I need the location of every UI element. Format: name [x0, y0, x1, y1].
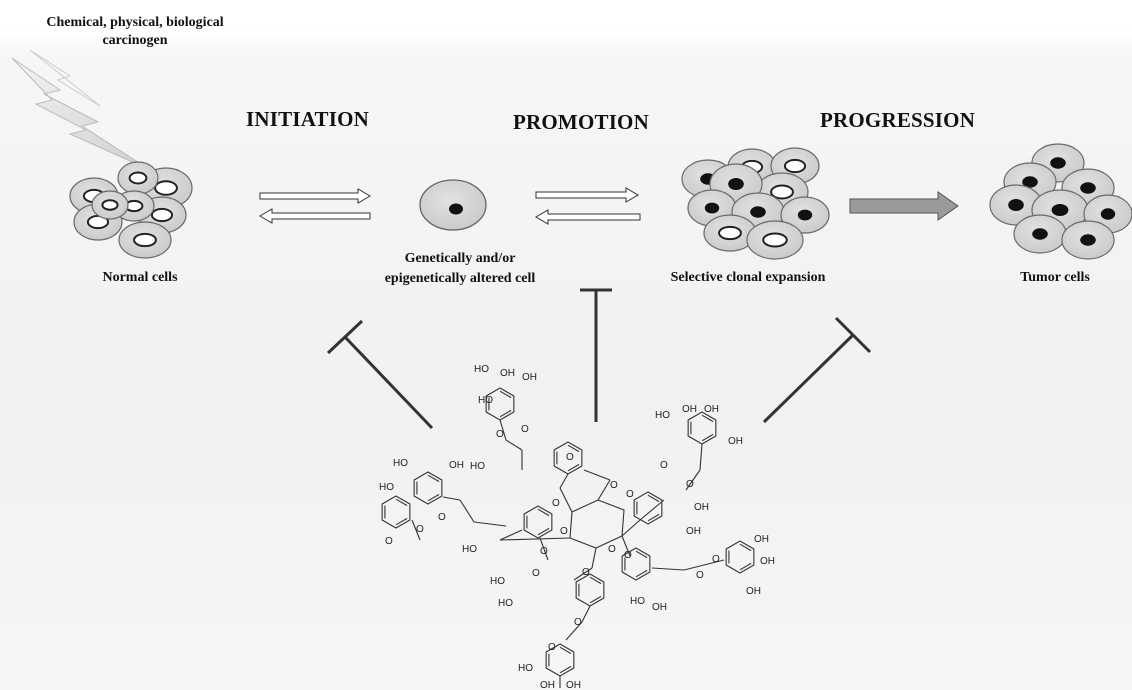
atom-label: OH [728, 436, 743, 447]
atom-label: O [560, 526, 568, 537]
atom-label: O [660, 460, 668, 471]
atom-label: OH [760, 556, 775, 567]
atom-label: OH [500, 368, 515, 379]
atom-label: O [626, 489, 634, 500]
atom-label: O [686, 479, 694, 490]
atom-label: HO [470, 461, 485, 472]
pentagalloyl-glucose-molecule [381, 387, 755, 688]
atom-label: OH [704, 404, 719, 415]
atom-label: HO [478, 395, 493, 406]
atom-label: O [566, 452, 574, 463]
atom-label: HO [630, 596, 645, 607]
atom-label: OH [540, 680, 555, 690]
cell [1013, 214, 1067, 254]
promotion-reversible-arrows [535, 187, 641, 225]
atom-label: O [438, 512, 446, 523]
altered-cell-label-line1: Genetically and/or [404, 251, 516, 266]
inhibit-initiation-line [326, 319, 434, 430]
atom-label: O [624, 550, 632, 561]
cell [989, 184, 1043, 226]
atom-label: O [610, 480, 618, 491]
clonal-expansion-label: Selective clonal expansion [670, 270, 826, 285]
atom-label: O [582, 567, 590, 578]
atom-label: HO [490, 576, 505, 587]
atom-label: OH [682, 404, 697, 415]
atom-label: O [540, 546, 548, 557]
inhibit-promotion-line [580, 288, 612, 422]
atom-label: O [552, 498, 560, 509]
atom-label: O [548, 642, 556, 653]
atom-label: OH [522, 372, 537, 383]
altered-cell [419, 179, 487, 231]
atom-label: HO [462, 544, 477, 555]
atom-label: O [385, 536, 393, 547]
stage-promotion-title: PROMOTION [513, 110, 649, 134]
atom-label: O [521, 424, 529, 435]
inhibit-progression-line [762, 316, 872, 424]
atom-label: OH [746, 586, 761, 597]
cell [746, 220, 804, 260]
atom-label: OH [694, 502, 709, 513]
initiation-reversible-arrows [259, 188, 371, 224]
cell [118, 221, 172, 259]
tumor-cells-label: Tumor cells [1020, 270, 1090, 285]
atom-label: OH [686, 526, 701, 537]
atom-label: O [496, 429, 504, 440]
altered-cell-label-line2: epigenetically altered cell [384, 271, 536, 286]
stage-progression-title: PROGRESSION [820, 108, 976, 132]
carcinogen-label: Chemical, physical, biological carcinoge… [0, 14, 270, 50]
normal-cells-cluster [69, 161, 193, 259]
cell [117, 161, 159, 195]
atom-label: HO [518, 663, 533, 674]
atom-label: O [696, 570, 704, 581]
atom-label: HO [474, 364, 489, 375]
atom-label: HO [379, 482, 394, 493]
atom-label: HO [393, 458, 408, 469]
atom-label: HO [498, 598, 513, 609]
progression-arrow [849, 191, 959, 221]
stage-initiation-title: INITIATION [246, 107, 369, 131]
atom-label: O [712, 554, 720, 565]
normal-cells-label: Normal cells [102, 270, 178, 285]
cell [703, 214, 757, 252]
atom-label: OH [754, 534, 769, 545]
cell [780, 196, 830, 234]
carcinogen-label-line2: carcinogen [102, 33, 168, 48]
cell [1061, 220, 1115, 260]
atom-label: O [608, 544, 616, 555]
cell [91, 190, 129, 220]
atom-label: HO [655, 410, 670, 421]
clonal-expansion-cluster [681, 147, 830, 260]
atom-label: OH [449, 460, 464, 471]
carcinogen-lightning-icon [11, 49, 151, 171]
atom-label: O [532, 568, 540, 579]
atom-label: O [574, 617, 582, 628]
atom-label: OH [566, 680, 581, 690]
carcinogen-label-line1: Chemical, physical, biological [46, 15, 224, 30]
atom-label: OH [652, 602, 667, 613]
atom-label: O [416, 524, 424, 535]
tumor-cells-cluster [989, 143, 1132, 260]
